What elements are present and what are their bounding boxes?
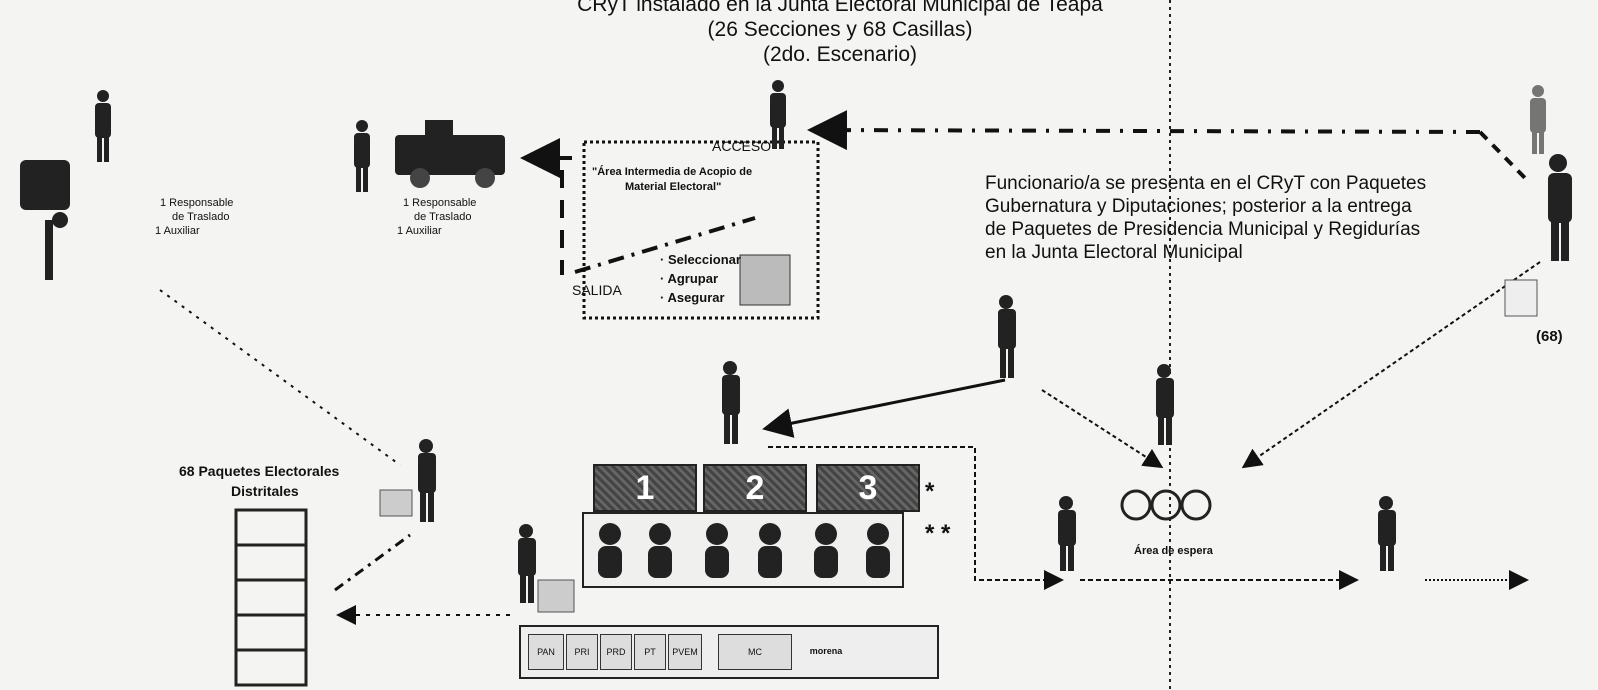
rep-figure-2 xyxy=(648,523,672,578)
arrow-to-espera-1 xyxy=(1042,390,1160,466)
title-line-1: CRyT instalado en la Junta Electoral Mun… xyxy=(450,0,1230,17)
person-figure-4 xyxy=(998,295,1016,378)
note-line-1: Funcionario/a se presenta en el CRyT con… xyxy=(985,172,1426,195)
person-figure-3 xyxy=(770,80,786,149)
person-figure-1 xyxy=(95,90,111,162)
person-figure-8 xyxy=(518,524,536,603)
espera-label: Área de espera xyxy=(1134,545,1213,557)
person-figure-9 xyxy=(1058,496,1076,571)
arrow-to-official xyxy=(768,380,1005,428)
logo-pvem: PVEM xyxy=(668,634,702,670)
truck-icon xyxy=(395,120,505,188)
paquetes-line-2: Distritales xyxy=(231,483,299,499)
arrow-to-espera-2 xyxy=(1245,262,1540,466)
logo-morena: morena xyxy=(796,634,856,668)
flow-left-diag xyxy=(160,290,400,465)
left-team-line-3: 1 Auxiliar xyxy=(155,224,200,238)
chairs-icon xyxy=(1122,491,1210,519)
person-figure-2 xyxy=(354,120,370,192)
truck-team-line-3: 1 Auxiliar xyxy=(397,224,442,238)
area-title-line-1: "Área Intermedia de Acopio de xyxy=(592,166,752,178)
step-agrupar: · Agrupar xyxy=(660,271,718,286)
person-figure-5 xyxy=(722,361,740,444)
title-line-2: (26 Secciones y 68 Casillas) xyxy=(450,17,1230,42)
paquetes-line-1: 68 Paquetes Electorales xyxy=(179,463,339,479)
step-seleccionar: · Seleccionar xyxy=(660,252,741,267)
person-figure-12 xyxy=(1530,85,1546,154)
rep-figure-6 xyxy=(866,523,890,578)
cart-icon-left xyxy=(20,160,70,280)
rep-figure-4 xyxy=(758,523,782,578)
left-team-line-1: 1 Responsable xyxy=(160,196,233,210)
note-line-2: Gubernatura y Diputaciones; posterior a … xyxy=(985,195,1412,218)
box-icon-2 xyxy=(538,580,574,612)
box-icon-3 xyxy=(1505,280,1537,316)
logo-pri: PRI xyxy=(566,634,598,670)
rep-figure-5 xyxy=(814,523,838,578)
mesa-2: 2 xyxy=(703,464,807,512)
mesa-3: 3 xyxy=(816,464,920,512)
shelf-icon xyxy=(236,510,306,685)
area-title-line-2: Material Electoral" xyxy=(625,181,721,193)
person-figure-7 xyxy=(418,439,436,522)
flow-shelf-up xyxy=(335,535,410,590)
mesa-mark-1: * xyxy=(925,478,934,506)
note-line-4: en la Junta Electoral Municipal xyxy=(985,241,1243,264)
left-team-line-2: de Traslado xyxy=(172,210,229,224)
rep-figure-3 xyxy=(705,523,729,578)
logo-prd: PRD xyxy=(600,634,632,670)
arrow-return-top xyxy=(815,130,1480,132)
step-asegurar: · Asegurar xyxy=(660,290,725,305)
title-line-3: (2do. Escenario) xyxy=(450,42,1230,67)
rep-figure-1 xyxy=(598,523,622,578)
box-stack-icon xyxy=(740,255,790,305)
count-label: (68) xyxy=(1536,328,1563,345)
truck-team-line-2: de Traslado xyxy=(414,210,471,224)
logo-pan: PAN xyxy=(528,634,564,670)
logo-mc: MC xyxy=(718,634,792,670)
acceso-label: ACCESO xyxy=(712,138,771,154)
truck-team-line-1: 1 Responsable xyxy=(403,196,476,210)
person-figure-10 xyxy=(1378,496,1396,571)
note-line-3: de Paquetes de Presidencia Municipal y R… xyxy=(985,218,1420,241)
logo-pt: PT xyxy=(634,634,666,670)
arrow-return-diag xyxy=(1480,132,1525,178)
mesa-mark-2: * * xyxy=(925,520,950,548)
reps-box xyxy=(583,513,903,587)
person-figure-6 xyxy=(1156,364,1174,445)
person-figure-11 xyxy=(1548,154,1572,261)
mesa-1: 1 xyxy=(593,464,697,512)
box-icon-1 xyxy=(380,490,412,516)
salida-label: SALIDA xyxy=(572,282,622,298)
